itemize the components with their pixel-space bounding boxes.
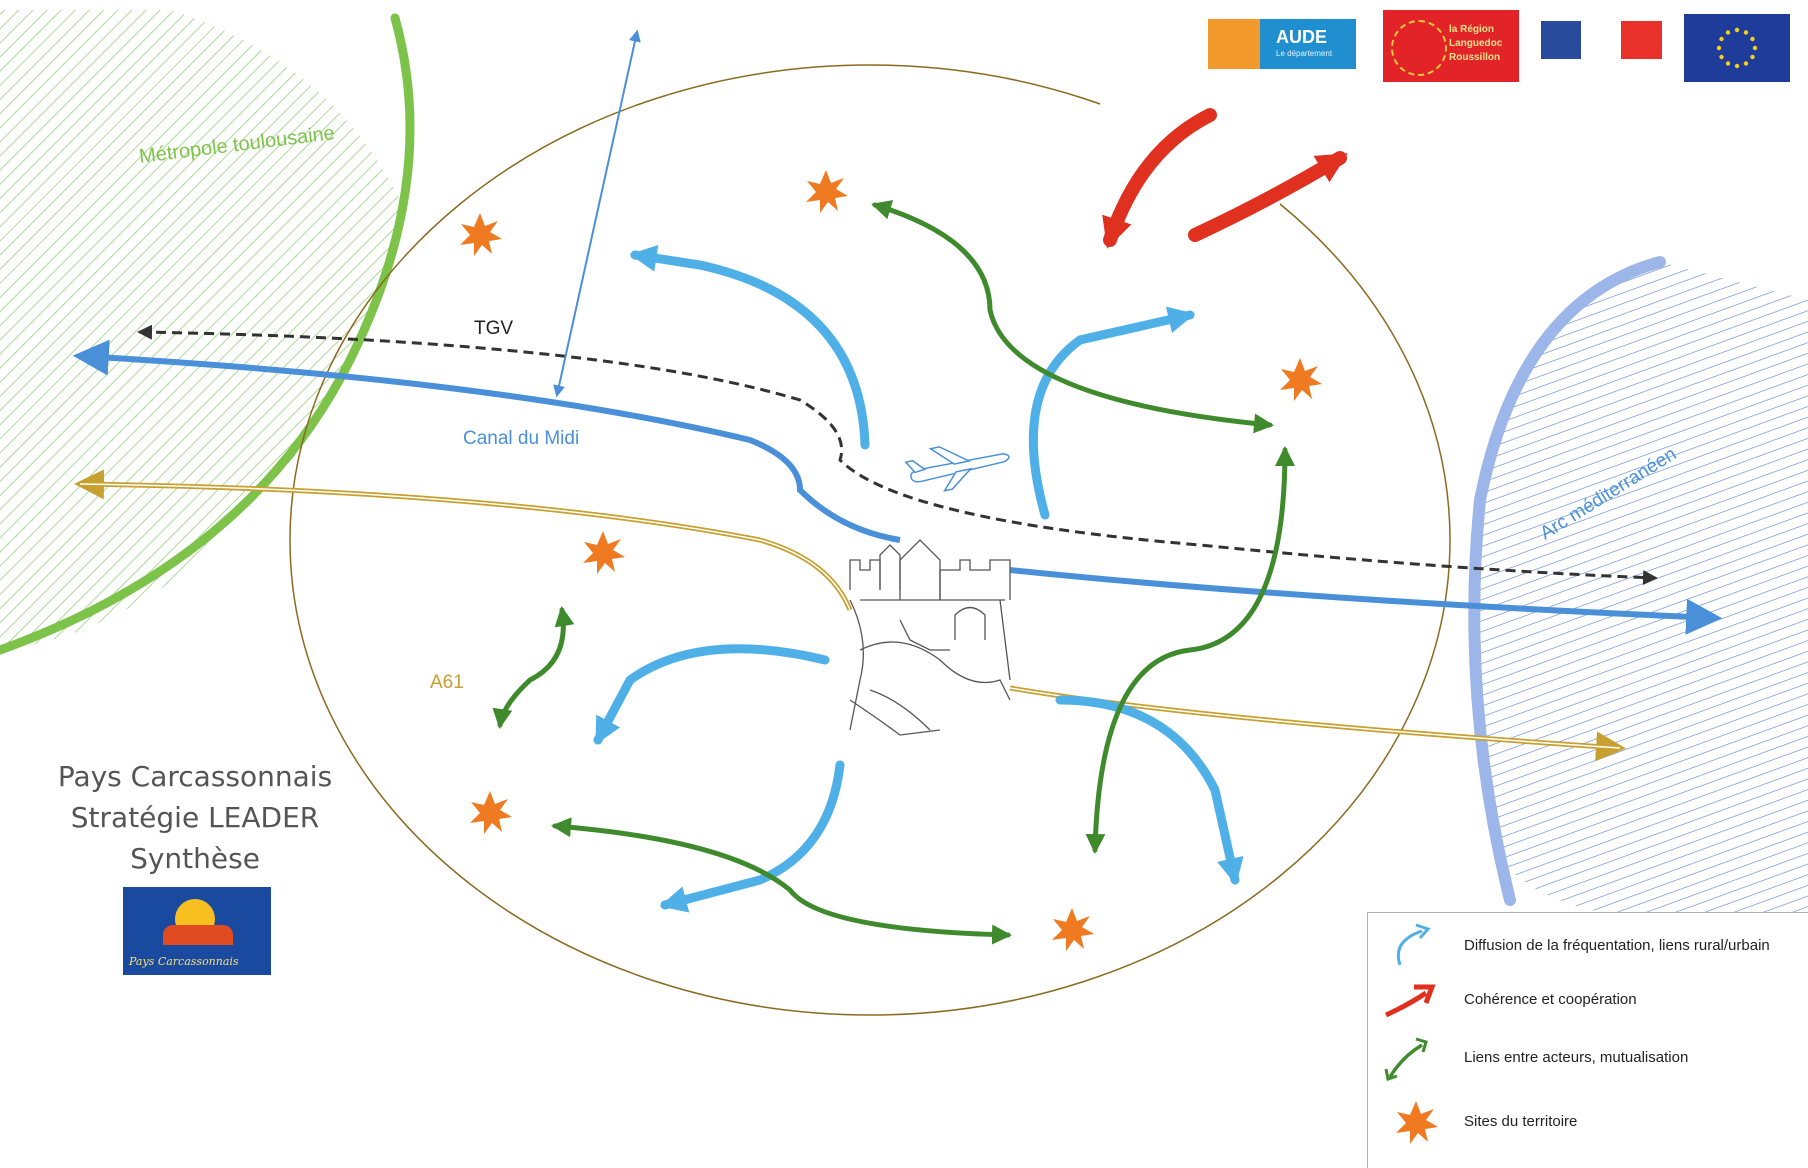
eu-flag-logo (1684, 14, 1790, 82)
site-star (1052, 908, 1094, 951)
green-curved-arrow-icon (1384, 1037, 1428, 1081)
region-logo-line2: Languedoc (1449, 38, 1503, 49)
pays-logo-text: Pays Carcassonnais (129, 955, 239, 968)
red-arrow-icon (1384, 984, 1436, 1018)
legend-item: Diffusion de la fréquentation, liens rur… (1368, 921, 1808, 971)
region-logo-line3: Roussillon (1449, 52, 1501, 63)
carcassonne-city-icon (849, 539, 1011, 736)
region-cross-icon (1391, 20, 1447, 76)
aude-mark-icon (1208, 19, 1260, 69)
title-line-2: Stratégie LEADER (70, 801, 320, 834)
canal-label: Canal du Midi (463, 428, 579, 449)
site-star (460, 213, 502, 256)
france-logo (1541, 21, 1662, 59)
a61-label: A61 (430, 672, 464, 693)
legend-item: Sites du territoire (1368, 1097, 1808, 1147)
legend: Diffusion de la fréquentation, liens rur… (1367, 912, 1808, 1168)
title-block: Pays Carcassonnais Stratégie LEADER Synt… (40, 756, 350, 879)
airplane-icon (904, 446, 1010, 492)
metropole-zone (0, 10, 415, 655)
aude-logo-text: AUDE (1276, 27, 1328, 47)
aude-logo: AUDE Le département (1208, 19, 1356, 69)
hills-icon (163, 925, 233, 945)
green-liens-arrows (492, 200, 1295, 945)
legend-label: Cohérence et coopération (1464, 991, 1637, 1008)
arc-zone (1468, 256, 1808, 915)
title-line-3: Synthèse (130, 842, 260, 875)
region-logo: la Région Languedoc Roussillon (1383, 10, 1519, 82)
aude-logo-sub: Le département (1276, 49, 1333, 58)
orange-star-icon (1396, 1101, 1438, 1144)
legend-label: Liens entre acteurs, mutualisation (1464, 1049, 1689, 1066)
legend-label: Sites du territoire (1464, 1113, 1578, 1130)
title-line-1: Pays Carcassonnais (57, 760, 333, 793)
legend-label: Diffusion de la fréquentation, liens rur… (1464, 937, 1770, 954)
tgv-label: TGV (474, 318, 513, 339)
blue-curved-arrow-icon (1396, 923, 1431, 966)
site-star (806, 170, 848, 213)
site-stars (460, 170, 1322, 951)
vertical-blue-arrow (553, 29, 641, 398)
site-star (470, 791, 512, 834)
site-star (1280, 358, 1322, 401)
eu-stars-icon (1716, 27, 1758, 69)
legend-item: Cohérence et coopération (1368, 975, 1808, 1025)
region-logo-line1: la Région (1449, 24, 1495, 35)
pays-carcassonnais-logo: Pays Carcassonnais (123, 887, 271, 975)
site-star (583, 531, 625, 574)
legend-item: Liens entre acteurs, mutualisation (1368, 1033, 1808, 1083)
tgv-line (137, 324, 1658, 586)
